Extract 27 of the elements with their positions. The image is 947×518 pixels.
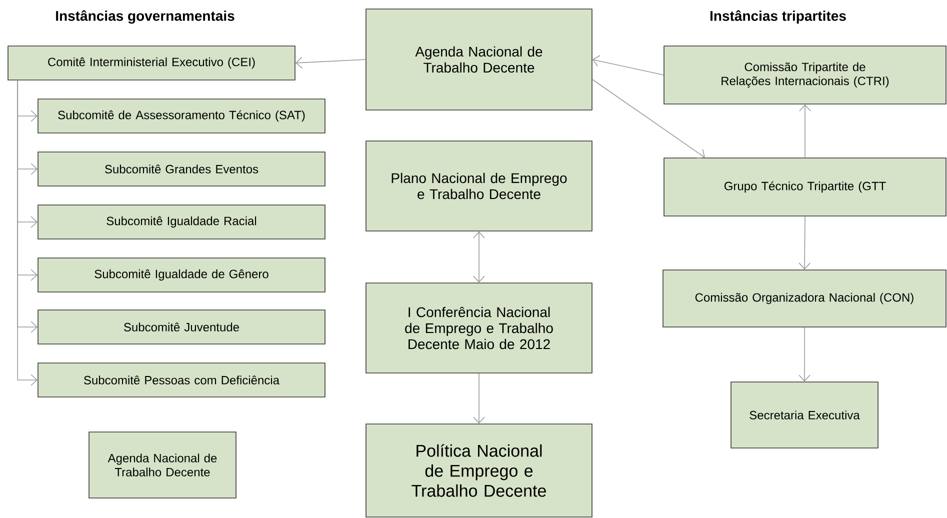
arrow <box>473 373 485 424</box>
process-box: Plano Nacional de Emprego e Trabalho Decente <box>366 140 592 232</box>
arrow <box>592 55 664 76</box>
process-box: Subcomitê Grandes Eventos <box>38 152 326 186</box>
process-box: Grupo Técnico Tripartite (GTT <box>664 158 946 216</box>
process-box: Subcomitê Igualdade Racial <box>38 204 326 240</box>
process-box: I Conferência Nacional de Emprego e Trabalho Decente Maio de 2012 <box>366 282 592 374</box>
arrow <box>799 104 811 158</box>
heading: Instâncias governamentais <box>56 10 234 24</box>
arrow <box>592 79 705 159</box>
process-box: Subcomitê Juventude <box>38 310 326 344</box>
process-box: Política Nacional de Emprego e Trabalho Decente <box>366 424 592 518</box>
arrow <box>295 56 366 69</box>
process-box: Comitê Interministerial Executivo (CEI) <box>8 46 296 80</box>
arrow <box>798 327 810 382</box>
process-box: Subcomitê Pessoas com Deficiência <box>38 362 326 398</box>
arrow <box>473 231 485 283</box>
heading: Instâncias tripartites <box>710 10 846 24</box>
arrow <box>798 216 810 270</box>
process-box: Comissão Organizadora Nacional (CON) <box>662 270 946 328</box>
process-box: Subcomitê Igualdade de Gênero <box>38 258 326 292</box>
process-box: Secretaria Executiva <box>730 382 878 448</box>
process-box: Agenda Nacional de Trabalho Decente <box>366 8 592 110</box>
process-box: Comissão Tripartite de Relações Internacionais (CTRI) <box>664 46 946 104</box>
process-box: Agenda Nacional de Trabalho Decente <box>88 432 236 498</box>
process-box: Subcomitê de Assessoramento Técnico (SAT) <box>38 98 326 134</box>
arrow <box>17 80 38 386</box>
